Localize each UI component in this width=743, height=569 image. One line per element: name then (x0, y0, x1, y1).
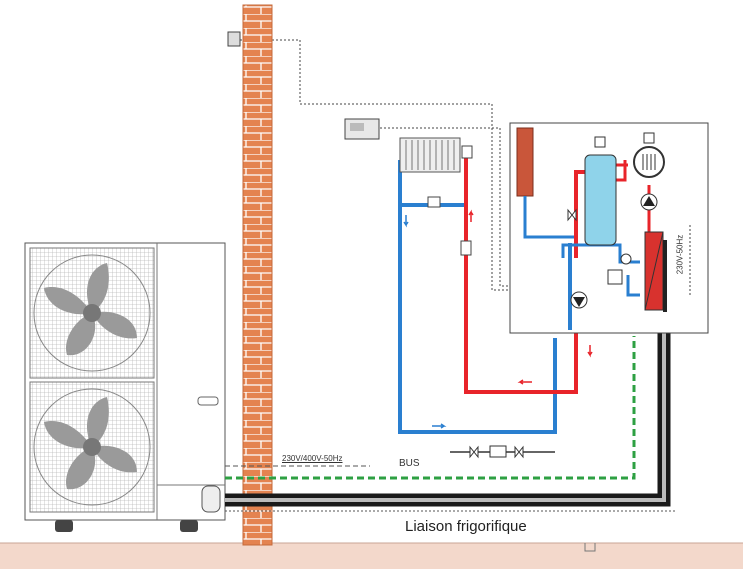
electric-heater-icon (633, 146, 665, 178)
room-unit-wire (380, 127, 510, 287)
flow-arrow-down (403, 215, 409, 228)
valve-icon (461, 145, 473, 159)
indoor-power-label: 230V-50Hz (675, 234, 685, 275)
air-vent-icon (594, 136, 606, 148)
outdoor-unit (24, 242, 226, 532)
flow-arrow-up (468, 209, 474, 222)
valve-icon (427, 196, 441, 208)
expansion-vessel-icon (516, 127, 534, 197)
brick-wall (242, 4, 273, 546)
valve-icon (460, 240, 472, 256)
bus-label: BUS (399, 458, 420, 469)
gauge-icon (620, 253, 632, 265)
filling-valve-icon (489, 445, 507, 458)
safety-valve-icon (567, 208, 577, 222)
ground (0, 543, 743, 569)
valve-icon (469, 445, 524, 459)
cold-return-pipe (398, 203, 557, 434)
drain-icon (584, 543, 596, 552)
bus-line (225, 336, 636, 480)
refrigerant-link-label: Liaison frigorifique (405, 518, 527, 535)
air-vent-icon (643, 132, 655, 144)
fan-icon (33, 254, 151, 372)
refrigerant-link (225, 315, 676, 512)
flow-switch-icon (607, 269, 623, 285)
flow-arrow-left (517, 379, 532, 385)
flow-arrow-right (432, 423, 447, 429)
outdoor-sensor-icon (227, 31, 241, 47)
buffer-tank (584, 154, 617, 246)
flow-arrow-down (587, 345, 593, 358)
outdoor-power-label: 230V/400V-50Hz (282, 454, 343, 463)
thermostat-wire (240, 39, 510, 291)
fan-icon (33, 388, 151, 506)
